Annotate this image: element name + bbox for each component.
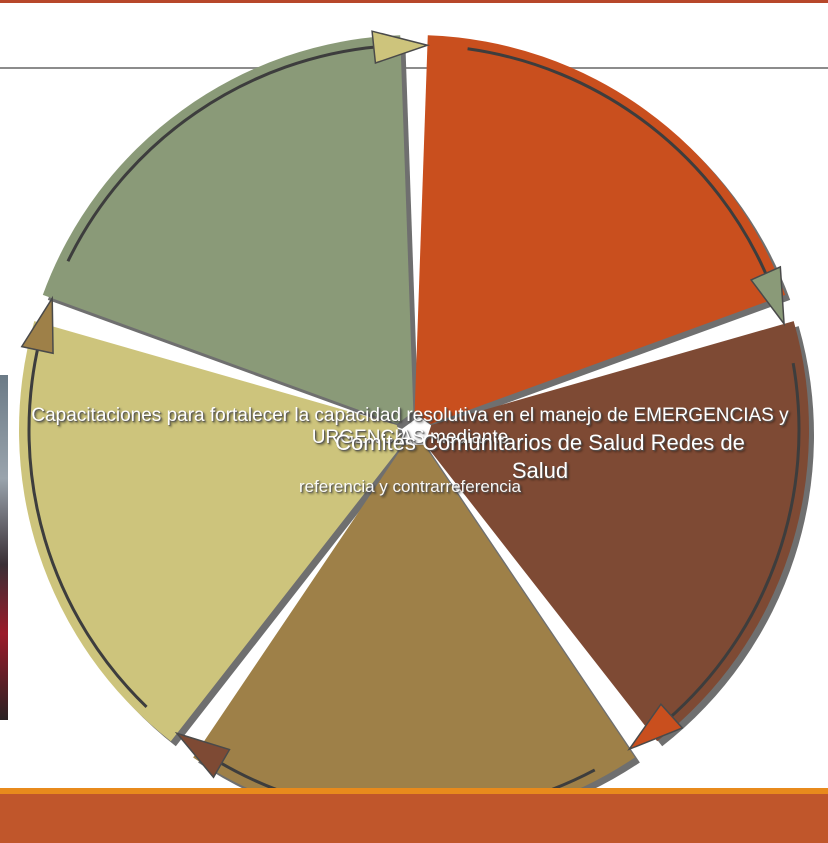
cycle-arrow-arc — [66, 44, 381, 262]
cycle-arrow-arc — [665, 362, 801, 722]
cycle-arrow-arc — [467, 47, 770, 281]
cycle-arrow-head-icon — [627, 703, 684, 751]
footer-accent-line — [0, 788, 828, 794]
photo-edge — [0, 375, 8, 720]
header-rule — [0, 67, 828, 69]
cycle-arrow-head-icon — [749, 265, 786, 327]
cycle-arrow-head-icon — [20, 295, 54, 355]
cycle-arrow-head-icon — [371, 30, 431, 65]
segment-khaki — [18, 321, 403, 742]
top-accent-bar — [0, 0, 828, 3]
segment-brown — [425, 321, 809, 742]
footer-band — [0, 788, 828, 843]
segment-tan — [193, 444, 635, 826]
segment-sage — [42, 35, 414, 424]
cycle-arrow-head-icon — [174, 731, 231, 779]
cycle-arrow-arc — [27, 343, 148, 709]
segment-orange — [414, 35, 786, 424]
